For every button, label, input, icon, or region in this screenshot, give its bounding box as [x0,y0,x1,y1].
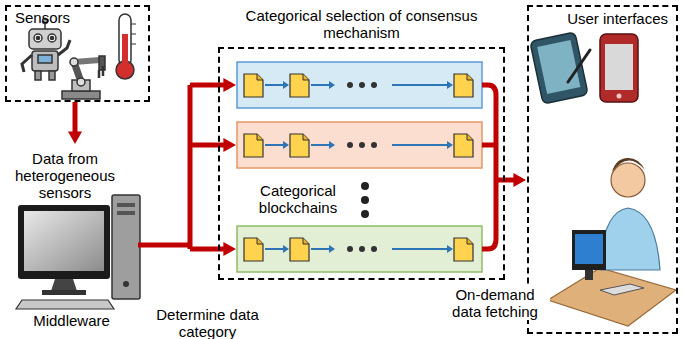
label-wrap: Categorical blockchains [243,182,353,216]
drawing-part [605,44,633,90]
drawing-part [237,226,482,272]
arrow-head [223,242,236,256]
drawing-part [237,62,482,108]
drawing-part [117,211,135,215]
arrow-line [73,102,78,135]
arrow-head [223,138,236,152]
flow-arrow [138,78,236,256]
group-outline [218,47,505,280]
drawing-part [612,158,645,172]
drawing-part [371,82,377,88]
drawing-part [62,91,100,99]
arrow-head [223,78,236,92]
group-title: Sensors [7,7,148,28]
user-interface-box: User interfaces [527,5,678,334]
arrow-line [190,143,227,148]
drawing-part [454,74,473,97]
drawing-part [572,230,606,270]
drawing-part [35,71,41,80]
arrow-line [138,243,190,248]
sensor-group-box: Sensors [5,5,150,102]
drawing-part [32,51,58,71]
drawing-part [123,281,129,287]
drawing-part [617,94,622,99]
label-wrap: On-demand data fetching [440,286,550,320]
arrow-head [513,173,526,187]
drawing-part [131,24,136,25]
drawing-part [283,81,453,89]
drawing-part [611,163,645,197]
drawing-part [77,78,85,86]
drawing-part [16,300,114,309]
drawing-part [29,29,61,49]
drawing-part [548,268,676,326]
drawing-part [112,195,140,299]
drawing-part [361,196,369,204]
drawing-part [361,210,369,218]
consensus-group-box: Categorical selection of consensus mecha… [218,5,505,280]
drawing-part [117,203,135,207]
drawing-part [237,122,482,168]
arrow-line [188,85,193,249]
drawing-part [347,82,353,88]
user-at-desk [548,158,676,326]
drawing-part [36,36,39,39]
drawing-part [48,34,56,42]
drawing-part [51,279,77,291]
robot-icon [22,19,70,81]
blockchain-bands [237,62,482,272]
flow-label: Determine data category [145,306,270,339]
arrow-line [190,83,227,88]
thermometer-icon [116,14,136,79]
drawing-part [122,34,128,68]
flow-label: On-demand data fetching [440,286,550,320]
drawing-part [290,74,309,97]
drawing-part [361,182,369,190]
arrow-line [482,143,496,148]
drawing-part [131,44,136,45]
node-label: Middleware [5,312,150,329]
label-wrap: Middleware [5,312,150,329]
chain [244,74,473,97]
computer-icon [16,195,140,309]
arrow-line [482,85,496,249]
drawing-part [585,270,593,280]
drawing-part [22,55,32,72]
drawing-part [568,50,590,82]
drawing-part [42,290,86,295]
drawing-part [600,284,644,295]
flow-label: Data from heterogeneous sensors [5,150,125,201]
drawing-part [24,211,104,271]
drawing-part [99,66,103,78]
robot-arm-icon [62,56,105,99]
label-wrap: Data from heterogeneous sensors [5,150,125,201]
drawing-part [38,55,52,63]
tablet-icon [530,32,590,104]
drawing-part [50,36,53,39]
drawing-part [49,71,55,80]
drawing-part [265,84,448,86]
drawing-part [244,238,473,261]
arrow-head [68,131,82,144]
drawing-part [131,34,136,35]
drawing-part [600,208,660,270]
drawing-part [359,82,365,88]
phone-icon [600,34,638,102]
flow-arrow [68,102,82,144]
drawing-part [70,58,78,66]
drawing-part [244,74,263,97]
label-wrap: Determine data category [145,306,270,339]
group-title: Categorical selection of consensus mecha… [218,7,505,41]
drawing-part [537,40,580,94]
drawing-part [600,34,638,102]
drawing-part [18,205,110,279]
label-wrap: Categorical selection of consensus mecha… [218,7,505,41]
drawing-part [34,34,42,42]
drawing-part [58,40,70,55]
arrow-line [190,247,227,252]
group-title: User interfaces [529,7,676,30]
drawing-part [244,134,473,157]
drawing-part [575,234,603,264]
chain-label: Categorical blockchains [243,182,353,216]
